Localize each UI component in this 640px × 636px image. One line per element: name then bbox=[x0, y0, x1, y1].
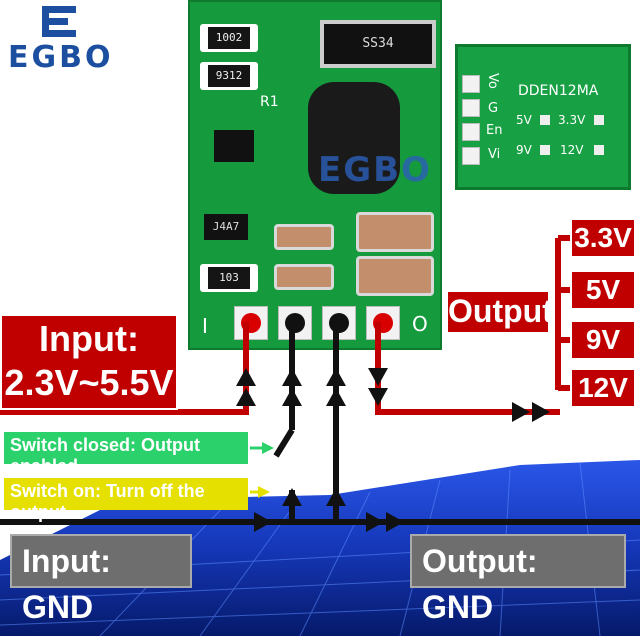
back-pad-3 bbox=[462, 123, 480, 141]
transistor-code-text: J4A7 bbox=[212, 220, 240, 233]
back-pad-1 bbox=[462, 75, 480, 93]
jumper-label-3v3: 3.3V bbox=[558, 113, 586, 127]
switch-closed-label: Switch closed: Output enabled bbox=[4, 432, 248, 476]
output-label: Output bbox=[446, 290, 553, 334]
jumper-pad-5v bbox=[540, 115, 550, 125]
resistor-1002: 1002 bbox=[200, 24, 258, 52]
pin-label-output: O bbox=[412, 312, 428, 336]
resistor-103: 103 bbox=[200, 264, 258, 292]
brand-logo-text: EGBO bbox=[8, 40, 114, 75]
pin-pad-vin bbox=[234, 306, 268, 340]
ic-sot23-6 bbox=[214, 130, 254, 162]
capacitor-1 bbox=[274, 224, 334, 250]
r1-silk-label: R1 bbox=[260, 94, 279, 110]
output-gnd-label: Output: GND bbox=[410, 534, 626, 625]
arrows-input bbox=[236, 368, 388, 506]
input-voltage-label: Input: 2.3V~5.5V bbox=[0, 314, 178, 410]
capacitor-3 bbox=[356, 212, 434, 252]
input-title: Input: bbox=[39, 318, 139, 359]
arrows-right bbox=[254, 402, 550, 532]
jumper-label-5v: 5V bbox=[516, 113, 532, 127]
diode-code-text: SS34 bbox=[362, 36, 394, 51]
back-pad-4 bbox=[462, 147, 480, 165]
back-pad-2 bbox=[462, 99, 480, 117]
input-gnd-label: Input: GND bbox=[10, 534, 192, 625]
resistor-9312: 9312 bbox=[200, 62, 258, 90]
switch-on-label: Switch on: Turn off the output bbox=[4, 478, 248, 522]
output-wire bbox=[375, 235, 572, 415]
capacitor-4 bbox=[356, 256, 434, 296]
output-voltage-3v3: 3.3V bbox=[570, 218, 636, 258]
output-voltage-12v: 12V bbox=[570, 368, 636, 408]
input-range: 2.3V~5.5V bbox=[4, 362, 174, 403]
logo-mark-icon bbox=[42, 6, 76, 37]
pcb-back-view: DDEN12MA Vo G En Vi 5V 3.3V 9V 12V bbox=[455, 44, 631, 190]
jumper-pad-3v3 bbox=[594, 115, 604, 125]
pin-label-input: I bbox=[202, 314, 208, 338]
jumper-pad-9v bbox=[540, 145, 550, 155]
output-voltage-9v: 9V bbox=[570, 320, 636, 360]
back-pin-label-vi: Vi bbox=[488, 147, 501, 162]
gnd-wire bbox=[0, 322, 640, 525]
back-pin-label-en: En bbox=[486, 123, 503, 138]
output-voltage-5v: 5V bbox=[570, 270, 636, 310]
jumper-label-9v: 9V bbox=[516, 143, 532, 157]
diode-ss34: SS34 bbox=[320, 20, 436, 68]
capacitor-2 bbox=[274, 264, 334, 290]
pin-pad-vout bbox=[366, 306, 400, 340]
back-pcb-model: DDEN12MA bbox=[518, 83, 599, 99]
jumper-label-12v: 12V bbox=[560, 143, 584, 157]
input-wire bbox=[0, 322, 249, 415]
watermark-text: EGBO bbox=[318, 150, 432, 190]
transistor-j4a7: J4A7 bbox=[204, 214, 248, 240]
inductor bbox=[308, 82, 400, 194]
back-pin-label-g: G bbox=[488, 101, 499, 116]
jumper-pad-12v bbox=[594, 145, 604, 155]
